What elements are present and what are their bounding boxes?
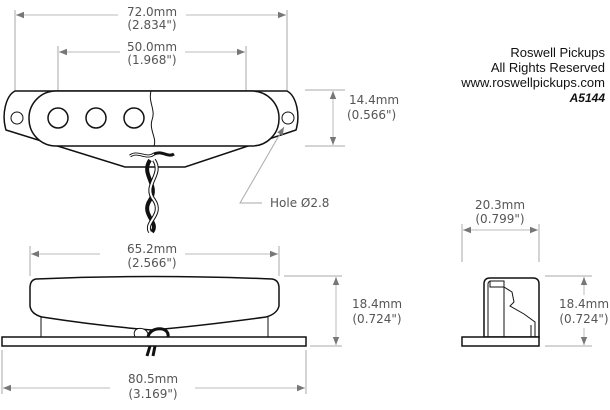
pickup-side-view bbox=[1, 275, 307, 357]
dim-base-length: 80.5mm (3.169") bbox=[1, 350, 307, 401]
dim-overall-length-inch: (2.834") bbox=[127, 18, 176, 32]
dim-overall-length-mm: 72.0mm bbox=[127, 5, 177, 19]
side-baseplate bbox=[1, 336, 307, 347]
hole-callout: Hole Ø2.8 bbox=[239, 126, 329, 210]
dim-width: 14.4mm (0.566") bbox=[305, 89, 399, 147]
pickup-end-view bbox=[461, 277, 540, 347]
model-code: A5144 bbox=[569, 91, 606, 105]
dim-end-width-inch: (0.799") bbox=[475, 212, 524, 226]
dim-width-inch: (0.566") bbox=[347, 108, 396, 122]
dim-end-height-inch: (0.724") bbox=[559, 312, 608, 326]
dim-side-height: 18.4mm (0.724") bbox=[284, 275, 402, 347]
pole-piece bbox=[47, 107, 69, 129]
rights-text: All Rights Reserved bbox=[491, 60, 605, 75]
company-info: Roswell Pickups All Rights Reserved www.… bbox=[460, 45, 605, 105]
mount-hole-left bbox=[10, 111, 24, 125]
dim-width-mm: 14.4mm bbox=[349, 93, 399, 107]
dim-end-height: 18.4mm (0.724") bbox=[545, 275, 609, 347]
dim-pole-span-inch: (1.968") bbox=[127, 53, 176, 67]
dim-pole-span: 50.0mm (1.968") bbox=[57, 40, 247, 118]
dim-side-height-inch: (0.724") bbox=[352, 312, 401, 326]
end-baseplate bbox=[461, 336, 540, 347]
dim-end-height-mm: 18.4mm bbox=[559, 297, 609, 311]
dim-cover-length-mm: 65.2mm bbox=[127, 242, 177, 256]
wire-white bbox=[147, 159, 158, 233]
dim-base-length-inch: (3.169") bbox=[128, 387, 177, 401]
company-name: Roswell Pickups bbox=[510, 45, 605, 60]
dim-end-width-mm: 20.3mm bbox=[475, 198, 525, 212]
wire-black bbox=[145, 158, 156, 234]
dim-end-width: 20.3mm (0.799") bbox=[461, 198, 540, 262]
pickup-top-view bbox=[3, 90, 299, 234]
dim-base-length-mm: 80.5mm bbox=[128, 372, 178, 386]
website-link[interactable]: www.roswellpickups.com bbox=[460, 75, 605, 90]
hole-label: Hole Ø2.8 bbox=[270, 196, 329, 210]
dim-cover-length-inch: (2.566") bbox=[127, 256, 176, 270]
dim-pole-span-mm: 50.0mm bbox=[127, 40, 177, 54]
pole-piece bbox=[123, 107, 145, 129]
pole-piece bbox=[85, 107, 107, 129]
dim-side-height-mm: 18.4mm bbox=[352, 297, 402, 311]
dim-overall-length: 72.0mm (2.834") bbox=[14, 5, 288, 112]
mount-hole-right bbox=[281, 111, 295, 125]
dim-cover-length: 65.2mm (2.566") bbox=[29, 242, 280, 276]
side-cover bbox=[29, 275, 280, 331]
